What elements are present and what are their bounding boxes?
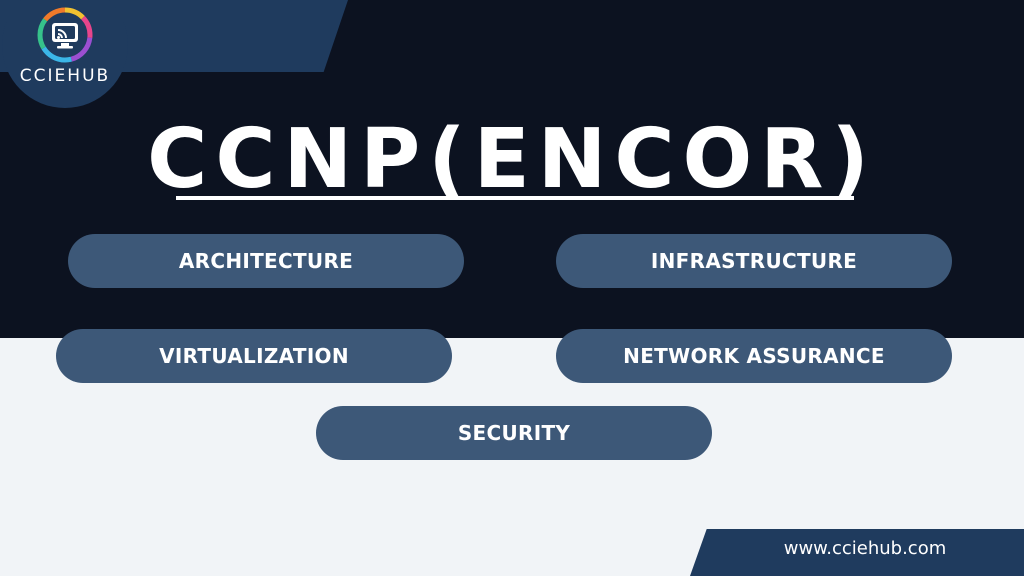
- brand-name: CCIEHUB: [19, 66, 111, 86]
- topic-pill-infrastructure: INFRASTRUCTURE: [556, 234, 952, 288]
- title-underline: [176, 196, 854, 200]
- logo-disc: [2, 0, 128, 108]
- page-title: CCNP(ENCOR): [147, 112, 877, 207]
- screen-broadcast-icon: [37, 7, 93, 63]
- topic-pill-architecture: ARCHITECTURE: [68, 234, 464, 288]
- url-ribbon: [690, 529, 1024, 576]
- topic-pill-virtualization: VIRTUALIZATION: [56, 329, 452, 383]
- topic-pill-network-assurance: NETWORK ASSURANCE: [556, 329, 952, 383]
- topic-pill-security: SECURITY: [316, 406, 712, 460]
- website-url: www.cciehub.com: [783, 538, 947, 559]
